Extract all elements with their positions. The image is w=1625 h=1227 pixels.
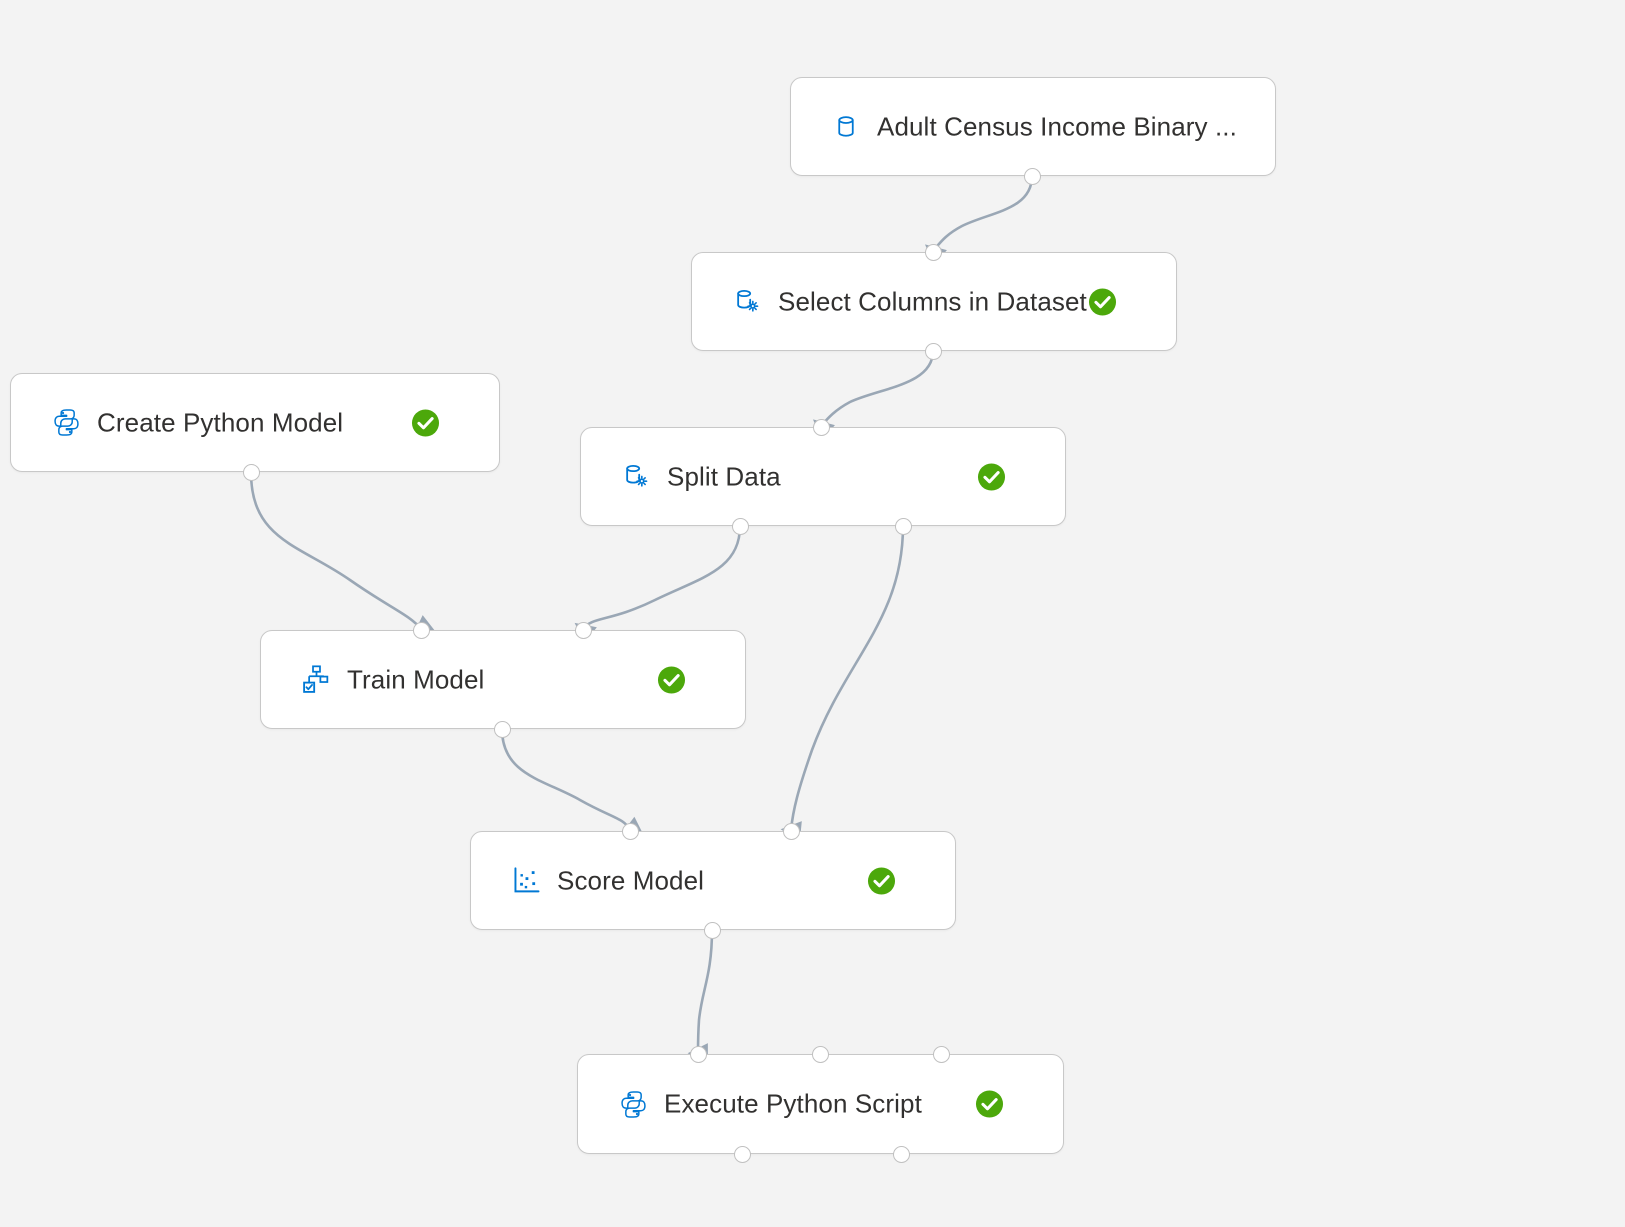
edge-adult-census-income-binary-to-select-columns-in-dataset [925,174,1034,266]
output-port-create-python-model-0[interactable] [242,463,260,481]
node-title: Score Model [557,865,705,895]
node-create-python-model[interactable]: Create Python Model [10,373,500,472]
status-completed-icon [411,408,440,437]
node-split-data[interactable]: Split Data [580,427,1066,526]
train-model-icon [299,663,333,697]
input-port-select-columns-in-dataset-0[interactable] [924,243,942,261]
status-completed-icon [977,462,1006,491]
node-select-columns-in-dataset[interactable]: Select Columns in Dataset [691,252,1177,351]
input-port-execute-python-script-2[interactable] [932,1045,950,1063]
input-port-train-model-1[interactable] [574,621,592,639]
output-port-execute-python-script-1[interactable] [892,1145,910,1163]
node-title: Execute Python Script [664,1088,922,1119]
node-title: Adult Census Income Binary ... [877,111,1237,141]
edge-create-python-model-to-train-model [249,470,436,636]
node-title: Create Python Model [97,407,344,437]
input-port-score-model-1[interactable] [782,822,800,840]
scatter-plot-icon [509,864,543,898]
output-port-score-model-0[interactable] [703,921,721,939]
status-completed-icon [975,1090,1004,1119]
dataset-cylinder-icon [829,110,863,144]
status-completed-icon [657,665,686,694]
edge-train-model-to-score-model [500,727,644,835]
dataset-gear-icon [619,460,653,494]
node-score-model[interactable]: Score Model [470,831,956,930]
node-title: Train Model [347,664,485,694]
edge-split-data-to-train-model [574,524,742,644]
python-icon [616,1087,650,1121]
input-port-split-data-0[interactable] [812,418,830,436]
output-port-train-model-0[interactable] [493,720,511,738]
input-port-execute-python-script-1[interactable] [811,1045,829,1063]
status-completed-icon [1088,287,1117,316]
node-adult-census-income-binary[interactable]: Adult Census Income Binary ... [790,77,1276,176]
node-title: Select Columns in Dataset [778,286,1087,316]
input-port-score-model-0[interactable] [621,822,639,840]
edge-score-model-to-execute-python-script [687,928,714,1064]
edge-select-columns-in-dataset-to-split-data [813,349,935,441]
node-train-model[interactable]: Train Model [260,630,746,729]
status-completed-icon [867,866,896,895]
output-port-select-columns-in-dataset-0[interactable] [924,342,942,360]
input-port-train-model-0[interactable] [412,621,430,639]
output-port-split-data-1[interactable] [894,517,912,535]
node-execute-python-script[interactable]: Execute Python Script [577,1054,1064,1154]
python-icon [49,406,83,440]
output-port-execute-python-script-0[interactable] [733,1145,751,1163]
input-port-execute-python-script-0[interactable] [689,1045,707,1063]
node-title: Split Data [667,461,781,491]
output-port-split-data-0[interactable] [731,517,749,535]
output-port-adult-census-income-binary-0[interactable] [1023,167,1041,185]
edge-split-data-to-score-model [780,524,905,842]
dataset-gear-icon [730,285,764,319]
